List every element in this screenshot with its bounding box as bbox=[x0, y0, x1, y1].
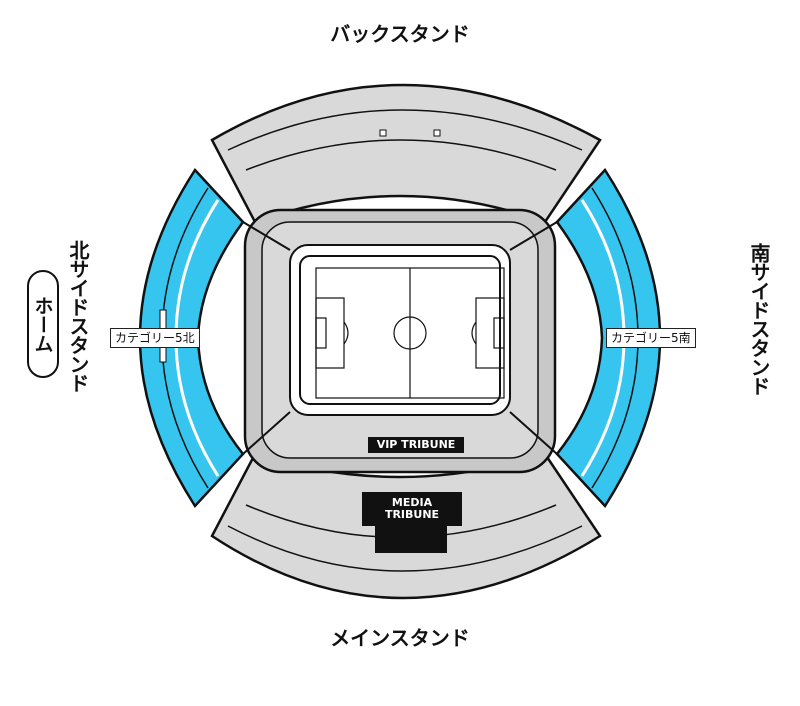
connector-sw bbox=[242, 411, 291, 455]
goal-area-left bbox=[315, 317, 327, 349]
back-stand-tier-line bbox=[227, 109, 583, 151]
pitch-surround bbox=[289, 244, 511, 416]
back-stand-marker-left bbox=[379, 129, 387, 137]
category-south-label[interactable]: カテゴリー5南 bbox=[606, 328, 696, 348]
penalty-arc-right bbox=[471, 321, 477, 345]
vip-tribune-box[interactable] bbox=[368, 437, 464, 453]
connector-ne bbox=[509, 221, 558, 251]
media-tribune-line1: MEDIA bbox=[391, 496, 433, 509]
main-stand-title: メインスタンド bbox=[330, 626, 470, 650]
vip-tribune-label: VIP TRIBUNE bbox=[376, 438, 456, 451]
back-stand[interactable] bbox=[210, 83, 602, 224]
north-stand-title: 北サイドスタンド bbox=[66, 240, 90, 392]
main-stand-block bbox=[375, 525, 447, 553]
category-north-label[interactable]: カテゴリー5北 bbox=[110, 328, 200, 348]
corner-connectors bbox=[242, 221, 558, 455]
back-stand-title: バックスタンド bbox=[330, 22, 470, 46]
centre-circle bbox=[393, 316, 427, 350]
south-stand-title: 南サイドスタンド bbox=[747, 243, 771, 395]
football-pitch bbox=[315, 267, 505, 399]
media-tribune-box[interactable] bbox=[362, 492, 462, 526]
media-tribune-line2: TRIBUNE bbox=[384, 508, 440, 521]
back-stand-tier-line-2 bbox=[245, 139, 557, 171]
connector-nw bbox=[242, 221, 291, 251]
connector-se bbox=[509, 411, 558, 455]
goal-area-right bbox=[493, 317, 505, 349]
back-stand-marker-right bbox=[433, 129, 441, 137]
home-badge: ホーム bbox=[27, 270, 59, 378]
main-stand-tier-line bbox=[227, 525, 583, 572]
penalty-arc-left bbox=[343, 321, 349, 345]
pitch-border bbox=[299, 255, 501, 405]
media-tribune-label: MEDIA TRIBUNE bbox=[362, 492, 462, 526]
home-badge-label: ホーム bbox=[31, 295, 54, 353]
